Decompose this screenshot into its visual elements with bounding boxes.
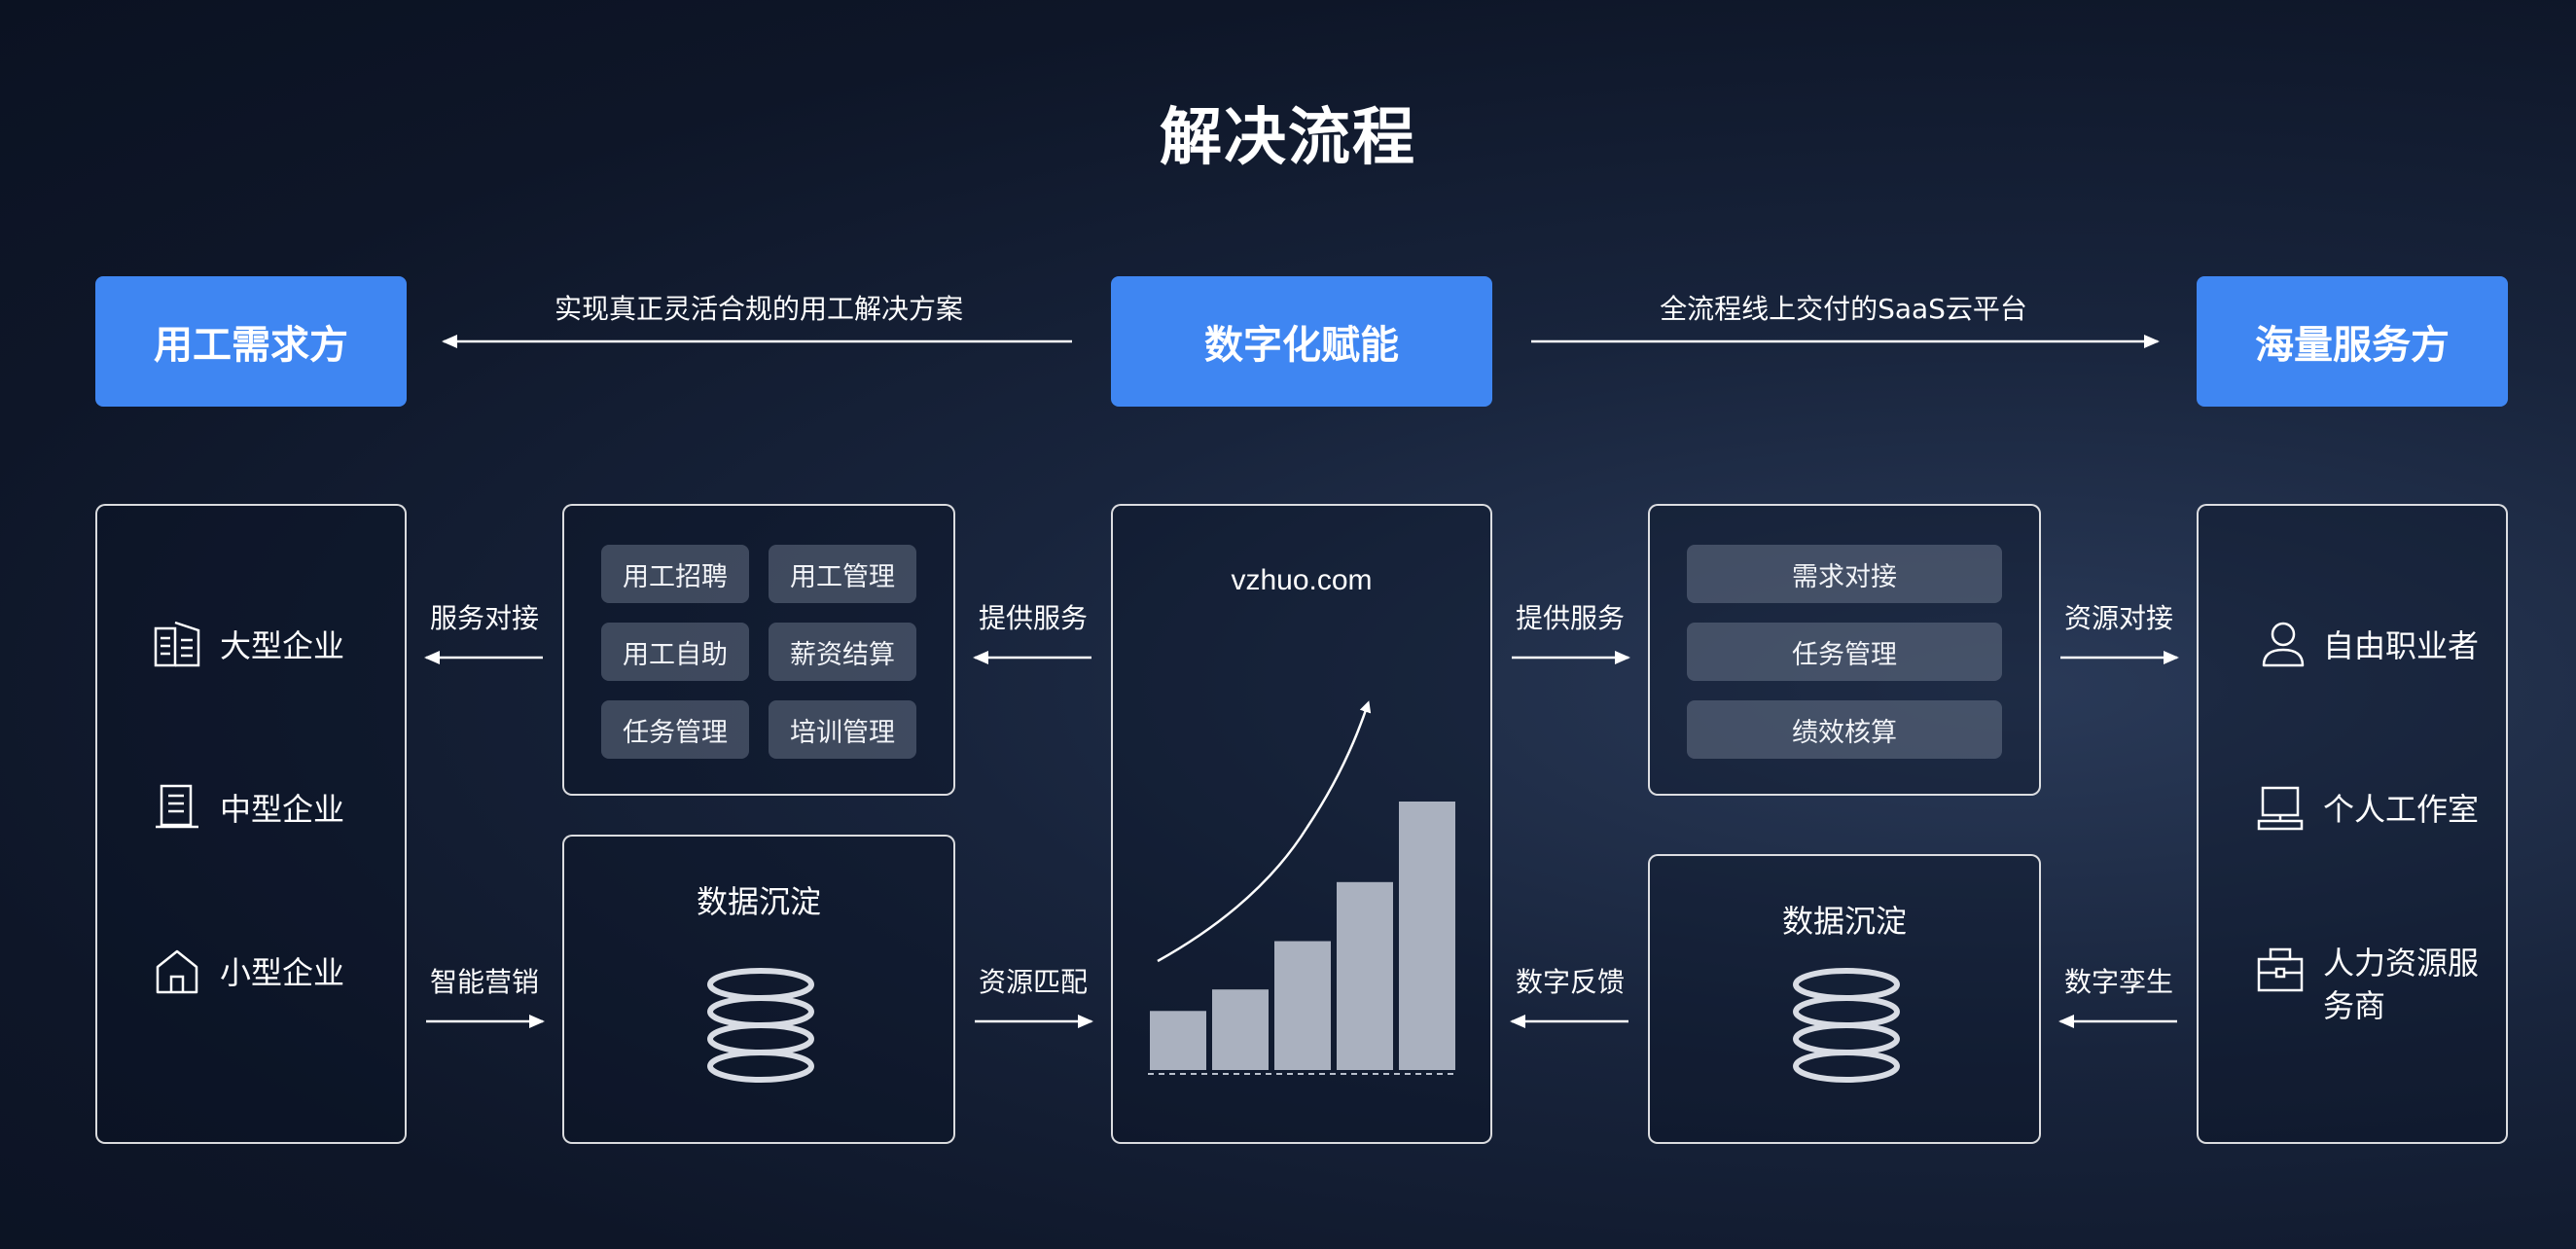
enterprise-label: 小型企业	[220, 954, 345, 991]
data-panel-right: 数据沉淀	[1648, 854, 2041, 1144]
database-icon	[707, 968, 814, 1083]
services-panel: 用工招聘 用工管理 用工自助 薪资结算 任务管理 培训管理	[562, 504, 955, 796]
service-chip: 用工自助	[601, 623, 749, 681]
enterprise-panel: 大型企业 中型企业 小型企业	[95, 504, 407, 1144]
tasks-panel: 需求对接 任务管理 绩效核算	[1648, 504, 2041, 796]
connector-label: 智能营销	[429, 966, 539, 998]
connector-label: 服务对接	[429, 602, 539, 634]
demand-side-box: 用工需求方	[95, 276, 407, 407]
digital-enablement-box: 数字化赋能	[1111, 276, 1492, 407]
platform-site: vzhuo.com	[1231, 564, 1373, 596]
task-chip: 绩效核算	[1687, 700, 2002, 759]
provider-label: 自由职业者	[2323, 627, 2480, 664]
solution-arrow-label: 实现真正灵活合规的用工解决方案	[554, 293, 963, 325]
briefcase-icon	[2257, 947, 2304, 992]
building-icon	[154, 621, 200, 667]
service-chip: 用工招聘	[601, 545, 749, 603]
page-title: 解决流程	[1160, 102, 1416, 174]
provider-item-freelancer: 自由职业者	[2261, 619, 2479, 669]
connector-label: 数字孪生	[2063, 966, 2173, 998]
provider-label: 个人工作室	[2323, 791, 2480, 828]
person-icon	[2262, 622, 2305, 667]
growth-chart-icon	[1148, 700, 1455, 1075]
service-chip: 培训管理	[769, 700, 916, 759]
connector-label: 资源对接	[2063, 602, 2173, 634]
data-panel-left: 数据沉淀	[562, 835, 955, 1144]
provider-label: 人力资源服务商	[2323, 945, 2480, 1024]
connector-label: 提供服务	[1515, 602, 1625, 634]
provider-item-studio: 个人工作室	[2255, 782, 2479, 833]
enterprise-label: 中型企业	[220, 791, 345, 828]
growth-bar	[1337, 881, 1393, 1070]
office-icon	[156, 784, 198, 829]
enterprise-label: 大型企业	[220, 627, 345, 664]
enterprise-item-large: 大型企业	[152, 619, 344, 669]
connector-label: 数字反馈	[1515, 966, 1625, 998]
growth-bar	[1274, 941, 1331, 1070]
provider-panel: 自由职业者 个人工作室 人力资源服务商	[2197, 504, 2508, 1144]
growth-bar	[1399, 802, 1455, 1070]
connector-label: 提供服务	[978, 602, 1088, 634]
service-chip: 任务管理	[601, 700, 749, 759]
data-panel-title: 数据沉淀	[696, 883, 821, 920]
database-icon	[1793, 968, 1900, 1083]
growth-bar	[1150, 1011, 1206, 1070]
task-chip: 需求对接	[1687, 545, 2002, 603]
computer-icon	[2257, 786, 2304, 831]
service-chip: 薪资结算	[769, 623, 916, 681]
enterprise-item-medium: 中型企业	[152, 782, 344, 833]
data-panel-title: 数据沉淀	[1781, 903, 1907, 940]
connector-label: 资源匹配	[978, 966, 1088, 998]
platform-panel: vzhuo.com	[1111, 504, 1492, 1144]
saas-arrow-label: 全流程线上交付的SaaS云平台	[1660, 293, 2027, 325]
service-chip: 用工管理	[769, 545, 916, 603]
service-side-box: 海量服务方	[2197, 276, 2508, 407]
provider-item-hr: 人力资源服务商	[2255, 945, 2488, 1027]
task-chip: 任务管理	[1687, 623, 2002, 681]
enterprise-item-small: 小型企业	[152, 946, 344, 996]
house-icon	[156, 949, 198, 994]
growth-bar	[1212, 989, 1269, 1070]
growth-curve	[1157, 700, 1372, 963]
